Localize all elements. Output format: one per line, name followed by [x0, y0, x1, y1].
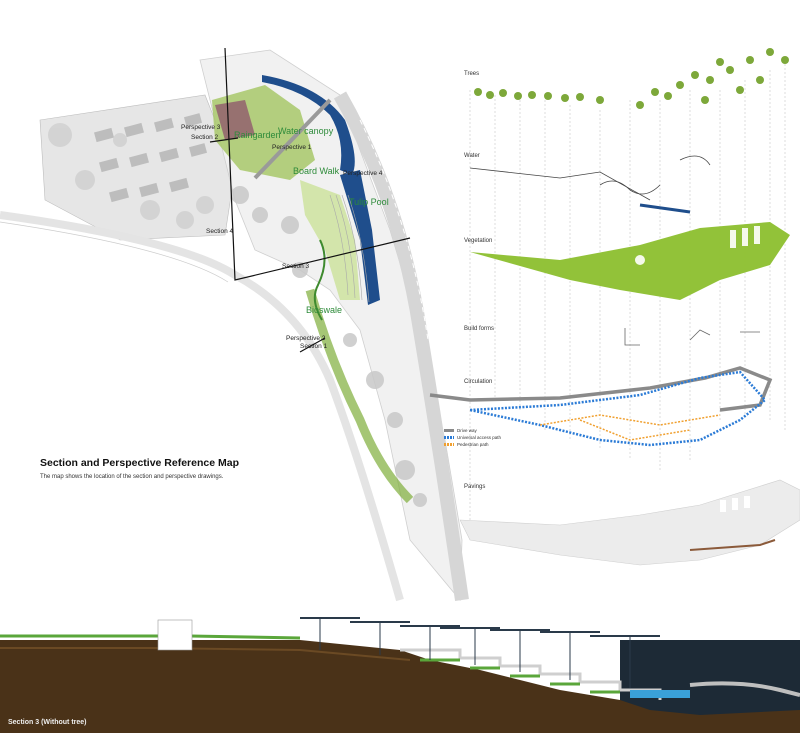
section-lines: [209, 47, 411, 353]
green-terraces: [300, 180, 360, 300]
legend-item-driveway: Drive way: [444, 428, 477, 433]
section-terraces: [400, 648, 690, 700]
terrace-lines: [329, 194, 370, 303]
section-label-3: Section 3: [282, 263, 310, 270]
build-forms-layer: [624, 328, 760, 346]
section-grass: [0, 634, 301, 640]
section-label-4: Section 4: [206, 228, 234, 235]
legend-item-pedestrian: Pedestrian path: [444, 442, 489, 447]
curved-road: [0, 211, 404, 602]
layer-diagram: [429, 48, 800, 566]
perspective-label-4: Perspective 4: [343, 170, 383, 177]
legend-item-universal-access: Universal access path: [444, 435, 501, 440]
section-line-3: [224, 47, 411, 281]
layer-label-pavings: Pavings: [464, 484, 486, 490]
legend-label-universal-access: Universal access path: [457, 435, 502, 440]
layer-label-vegetation: Vegetation: [464, 238, 493, 244]
feature-label-tulip-pool: Tulip Pool: [349, 197, 389, 207]
legend-swatch-driveway: [444, 429, 454, 432]
legend-label-pedestrian: Pedestrian path: [457, 442, 489, 447]
legend-swatch-pedestrian: [444, 443, 454, 446]
layer-label-build-forms: Build forms: [464, 326, 495, 332]
feature-label-board-walk: Board Walk: [293, 166, 340, 176]
legend-label-driveway: Drive way: [457, 428, 477, 433]
reference-map: [0, 47, 469, 602]
legend-swatch-universal-access: [444, 436, 454, 439]
water-channel: [262, 75, 355, 175]
residential-trees: [48, 123, 214, 229]
reference-map-title: Section and Perspective Reference Map: [40, 457, 239, 469]
boardwalk: [253, 98, 332, 180]
residential-block: [39, 94, 236, 241]
bioswale-strip: [305, 288, 414, 504]
feature-label-raingarden: Raingarden: [234, 130, 281, 140]
feature-label-water-canopy: Water canopy: [278, 126, 334, 136]
section-soil: [0, 630, 800, 733]
section-canopies: [300, 617, 660, 688]
layer-label-water: Water: [464, 153, 480, 159]
section-title: Section 3 (Without tree): [8, 719, 87, 726]
section-drawing: [0, 617, 800, 733]
layer-label-trees: Trees: [464, 71, 480, 77]
section-line-1: [299, 337, 326, 353]
trees-layer: [474, 48, 789, 109]
section-label-2: Section 2: [191, 134, 219, 141]
circulation-layer: [429, 366, 773, 447]
perspective-label-1: Perspective 1: [272, 144, 312, 151]
section-label-1: Section 1: [300, 343, 328, 350]
perspective-label-3: Perspective 3: [181, 124, 221, 131]
perspective-label-2: Perspective 2: [286, 335, 326, 342]
pavings-layer: [459, 479, 800, 566]
reference-map-caption: The map shows the location of the sectio…: [40, 474, 224, 480]
water-layer: [469, 155, 711, 214]
park-trees: [231, 186, 427, 507]
vegetation-layer: [470, 222, 790, 300]
house-footprints: [94, 113, 208, 203]
feature-label-bioswale: Bioswale: [306, 305, 343, 315]
highway: [333, 91, 469, 602]
section-building: [157, 619, 193, 651]
layer-label-circulation: Circulation: [464, 379, 493, 385]
